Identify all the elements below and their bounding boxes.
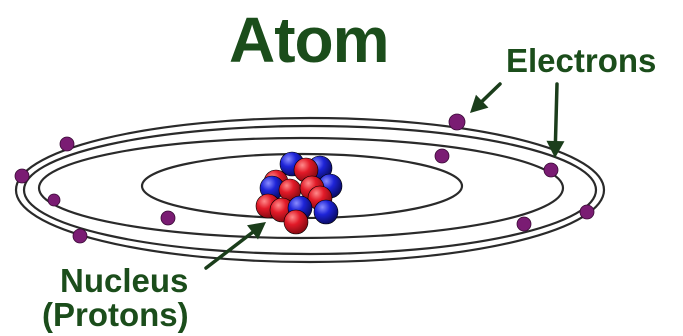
electron-dot-1: [59, 136, 75, 152]
orbit-ring-2: [22, 124, 598, 256]
electron-dot-4: [72, 228, 88, 244]
nucleus-pointer-arrow: [204, 222, 266, 270]
electron-pointer-arrow-right: [546, 82, 565, 158]
electron-dot-3: [47, 193, 61, 207]
orbit-ring-1: [14, 116, 606, 264]
electron-pointer-arrow-left: [470, 82, 502, 113]
arrow-group: [204, 82, 565, 270]
nucleus-cluster: [255, 151, 343, 235]
electron-dot-5: [160, 210, 176, 226]
electron-dot-9: [516, 216, 532, 232]
nucleus-label: Nucleus: [60, 262, 189, 299]
electron-dot-6: [434, 148, 450, 164]
diagram-title: Atom: [229, 4, 390, 76]
electron-group: [14, 113, 595, 244]
protons-label: (Protons): [42, 296, 189, 333]
electron-dot-8: [543, 162, 559, 178]
electron-dot-7: [448, 113, 466, 131]
electron-dot-10: [579, 204, 595, 220]
orbit-ring-3: [37, 136, 565, 240]
proton-sphere-14: [283, 209, 309, 235]
neutron-sphere-13: [313, 199, 339, 225]
electron-dot-2: [14, 168, 30, 184]
electrons-label: Electrons: [506, 42, 657, 79]
